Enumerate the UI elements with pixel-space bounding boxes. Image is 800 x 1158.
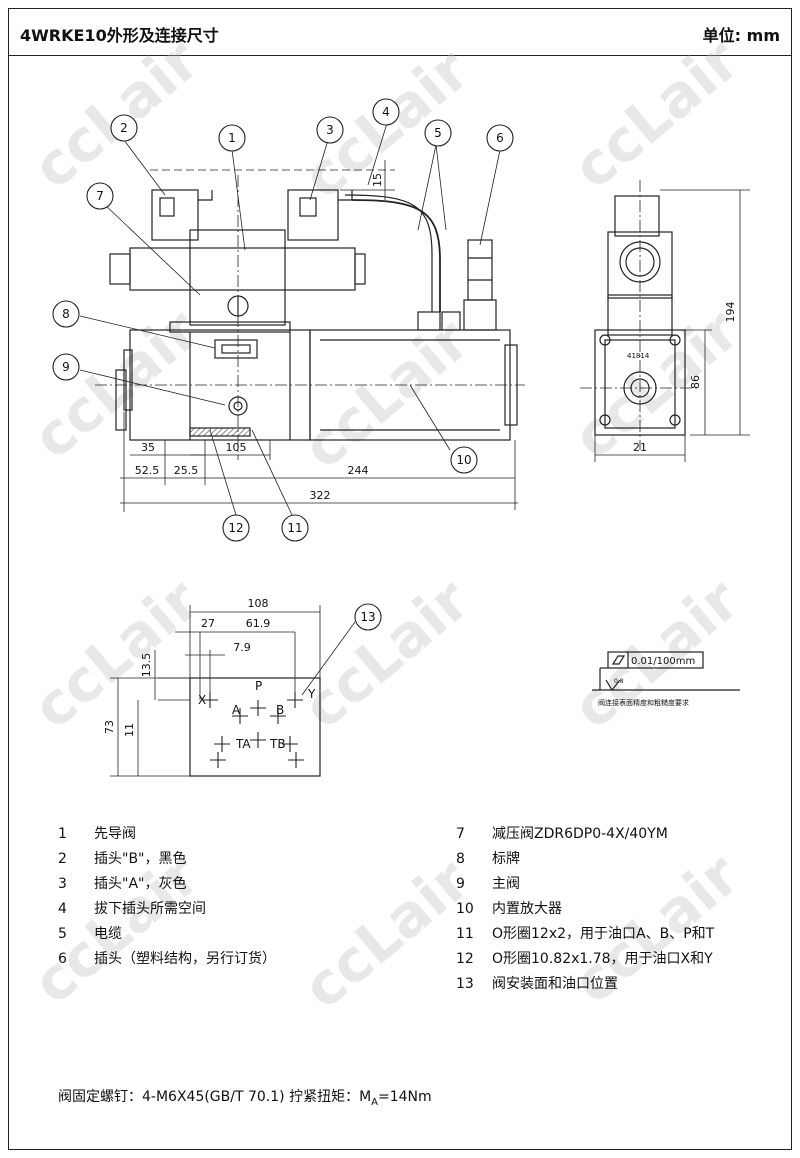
- cable: [351, 199, 441, 312]
- dim-21: 21: [633, 441, 647, 454]
- callout-circle: [316, 116, 344, 144]
- callout-label: 6: [496, 131, 504, 145]
- tolerance-grade: 0.8: [614, 678, 624, 685]
- callout-circle: [354, 603, 382, 631]
- callout-circle: [86, 182, 114, 210]
- side-plug: [614, 195, 660, 237]
- dim-13-5: 13.5: [140, 653, 153, 678]
- callout-label: 10: [456, 453, 471, 467]
- callout-label: 2: [120, 121, 128, 135]
- callout-label: 5: [434, 126, 442, 140]
- cable-gland: [417, 311, 441, 331]
- callout-label: 13: [360, 610, 375, 624]
- tolerance-caption: 阀连接表面精度和粗糙度要求: [598, 698, 689, 707]
- port-p: P: [255, 679, 262, 693]
- dim-11: 11: [123, 723, 136, 737]
- header-bar: 4WRKE10外形及连接尺寸 单位: mm: [8, 8, 792, 56]
- callout-label: 7: [96, 189, 104, 203]
- dim-15: 15: [371, 173, 384, 187]
- fastening-note: 阀固定螺钉：4-M6X45(GB/T 70.1) 拧紧扭矩：MA=14Nm: [58, 1086, 432, 1108]
- dim-7-9: 7.9: [233, 641, 251, 654]
- dim-194: 194: [724, 302, 737, 323]
- port-tb: TB: [269, 737, 286, 751]
- callout-circle: [222, 514, 250, 542]
- pilot-base-plate: [169, 321, 291, 333]
- dim-73: 73: [103, 720, 116, 734]
- callout-label: 12: [228, 521, 243, 535]
- tolerance-value: 0.01/100mm: [631, 656, 695, 667]
- pilot-center-block: [189, 229, 286, 326]
- callout-circle: [218, 124, 246, 152]
- callout-circle: [372, 98, 400, 126]
- port-y: Y: [307, 687, 316, 701]
- mounting-face: [189, 677, 321, 777]
- dim-52-5: 52.5: [135, 464, 160, 477]
- page-title: 4WRKE10外形及连接尺寸: [20, 26, 219, 45]
- callout-circle: [450, 446, 478, 474]
- callout-label: 3: [326, 123, 334, 137]
- port-b: B: [276, 703, 284, 717]
- nameplate-rect: [214, 339, 258, 359]
- callout-circle: [486, 124, 514, 152]
- main-valve-endcap: [123, 349, 133, 411]
- port-x: X: [198, 693, 206, 707]
- connector-plug: [467, 239, 493, 301]
- dim-108: 108: [248, 597, 269, 610]
- callout-circle: [52, 353, 80, 381]
- dim-86: 86: [689, 375, 702, 389]
- plug-b-body: [151, 189, 199, 241]
- callout-circle: [52, 300, 80, 328]
- port-a: A: [232, 703, 241, 717]
- side-nameplate-text: 41814: [627, 352, 650, 360]
- callout-circle: [424, 119, 452, 147]
- dim-61-9: 61.9: [246, 617, 271, 630]
- dim-25-5: 25.5: [174, 464, 199, 477]
- callout-circle: [110, 114, 138, 142]
- note-suffix: =14Nm: [378, 1089, 432, 1105]
- dim-105: 105: [226, 441, 247, 454]
- callout-circle: [281, 514, 309, 542]
- port-ta: TA: [235, 737, 251, 751]
- pilot-valve: [129, 247, 356, 291]
- callout-label: 4: [382, 105, 390, 119]
- dim-244: 244: [348, 464, 369, 477]
- callout-label: 9: [62, 360, 70, 374]
- dim-35: 35: [141, 441, 155, 454]
- note-subscript: A: [371, 1096, 378, 1108]
- dim-322: 322: [310, 489, 331, 502]
- port-crosses: [202, 692, 304, 768]
- callout-label: 8: [62, 307, 70, 321]
- callout-label: 11: [287, 521, 302, 535]
- oring-hatch: [189, 427, 251, 437]
- tolerance-box: [607, 651, 704, 669]
- drawing-frame: [8, 8, 792, 1150]
- main-valve-left-plug: [115, 369, 127, 431]
- unit-label: 单位: mm: [702, 26, 780, 45]
- note-prefix: 阀固定螺钉：4-M6X45(GB/T 70.1) 拧紧扭矩：M: [58, 1089, 372, 1105]
- callout-label: 1: [228, 131, 236, 145]
- dim-27: 27: [201, 617, 215, 630]
